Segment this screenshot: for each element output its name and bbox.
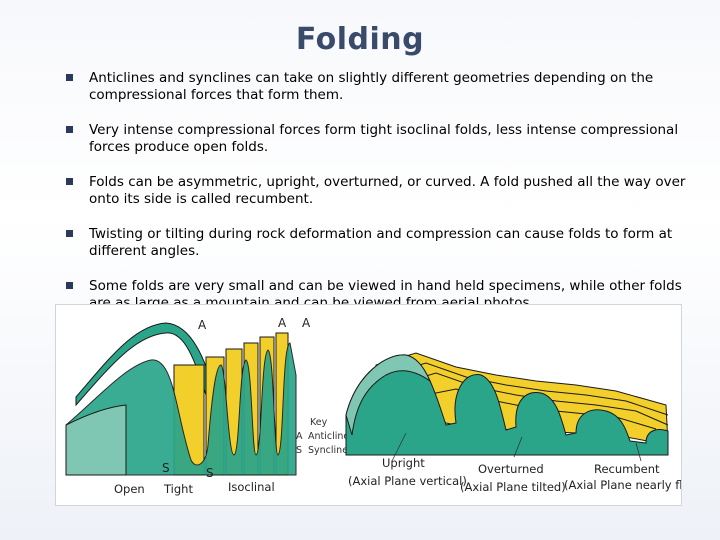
bullet-list: Anticlines and synclines can take on sli… <box>62 70 692 330</box>
key-anticline-letter: A <box>296 431 303 442</box>
callout-overturned <box>513 436 523 458</box>
bullet-item: Twisting or tilting during rock deformat… <box>62 226 692 260</box>
label-isoclinal: Isoclinal <box>228 480 275 494</box>
bullet-item: Anticlines and synclines can take on sli… <box>62 70 692 104</box>
bullet-text: Very intense compressional forces form t… <box>89 122 679 155</box>
syncline-marker-tight: S <box>206 466 214 480</box>
slide-title: Folding <box>295 22 425 57</box>
fold-illustration: A A A S S Open Tight Isoclinal Key A Ant… <box>65 316 699 496</box>
label-overturned: Overturned <box>478 462 544 476</box>
bullet-marker-icon <box>66 178 73 185</box>
fold-block-right <box>345 352 669 456</box>
label-open: Open <box>114 482 145 496</box>
syncline-marker-open: S <box>162 461 170 475</box>
callout-upright <box>391 432 407 462</box>
bullet-marker-icon <box>66 74 73 81</box>
anticline-marker-isoclinal: A <box>302 316 311 330</box>
fold-block-left <box>65 322 297 476</box>
label-overturned-sub: (Axial Plane tilted) <box>460 480 566 494</box>
key-anticline: Anticline <box>308 431 349 442</box>
bullet-marker-icon <box>66 282 73 289</box>
label-recumbent: Recumbent <box>594 462 660 476</box>
fold-types-figure: A A A S S Open Tight Isoclinal Key A Ant… <box>55 304 699 506</box>
bullet-text: Twisting or tilting during rock deformat… <box>89 226 673 259</box>
label-upright: Upright <box>382 456 425 470</box>
bullet-marker-icon <box>66 126 73 133</box>
label-recumbent-sub: (Axial Plane nearly flat) <box>564 478 681 492</box>
callout-recumbent <box>635 442 642 462</box>
bullet-item: Very intense compressional forces form t… <box>62 122 692 156</box>
key-syncline-letter: S <box>296 445 302 456</box>
anticline-marker-open: A <box>198 318 207 332</box>
bullet-text: Anticlines and synclines can take on sli… <box>89 70 654 103</box>
label-tight: Tight <box>163 482 193 496</box>
label-upright-sub: (Axial Plane vertical) <box>348 474 467 488</box>
bullet-item: Folds can be asymmetric, upright, overtu… <box>62 174 692 208</box>
key-heading: Key <box>310 417 328 428</box>
bullet-marker-icon <box>66 230 73 237</box>
anticline-marker-tight: A <box>278 316 287 330</box>
bullet-text: Folds can be asymmetric, upright, overtu… <box>89 174 686 207</box>
key-syncline: Syncline <box>308 445 348 456</box>
